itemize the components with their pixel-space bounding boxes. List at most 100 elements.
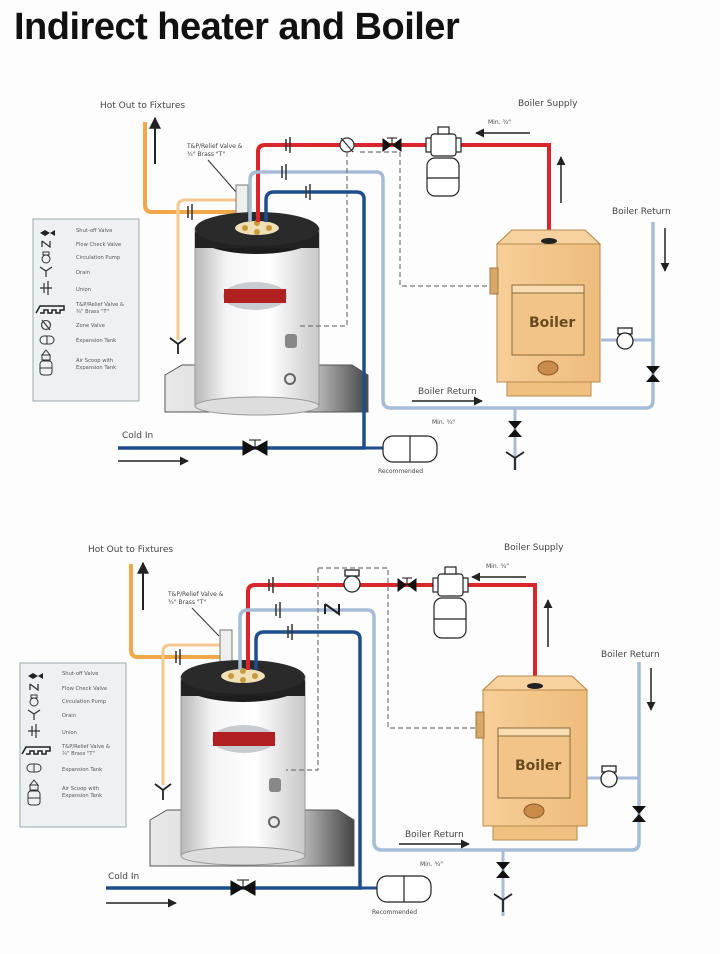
drain-icon: [39, 266, 53, 277]
control-wire: [300, 151, 492, 327]
union-icon: [268, 577, 274, 593]
legend-1: Shut-off Valve Flow Check Valve Circulat…: [32, 218, 140, 402]
recommended-label: Recommended: [372, 909, 417, 916]
relief-valve-label: T&P/Relief Valve &: [186, 143, 243, 150]
circulation-pump-icon: [29, 694, 39, 707]
relief-drain-pipe: [161, 643, 222, 785]
union-icon: [40, 281, 52, 295]
boiler-supply-pipe: [246, 583, 537, 686]
legend-item: Zone Valve: [40, 319, 105, 331]
hot-out-label: Hot Out to Fixtures: [100, 101, 185, 111]
legend-label: Expansion Tank: [62, 793, 102, 799]
shutoff-valve-icon: [632, 806, 646, 822]
legend-item: Union: [28, 724, 77, 738]
shutoff-valve-icon: [40, 230, 55, 236]
legend-label: ¾" Brass "T": [76, 309, 109, 315]
union-icon: [28, 724, 40, 738]
legend-label: Expansion Tank: [76, 365, 116, 371]
boiler-supply-pipe: [256, 143, 551, 238]
flow-check-valve-icon: [324, 603, 340, 616]
legend-label: Expansion Tank: [62, 767, 102, 773]
hot-out-label: Hot Out to Fixtures: [88, 545, 173, 555]
boiler-supply-label: Boiler Supply: [518, 99, 578, 109]
shutoff-valve-icon: [230, 879, 256, 896]
circulation-pump-icon: [41, 251, 51, 264]
relief-drain-pipe: [176, 198, 238, 340]
relief-valve-tee-icon: [35, 305, 65, 314]
legend-label: Union: [76, 287, 91, 293]
legend-2: Shut-off Valve Flow Check Valve Circulat…: [19, 662, 127, 828]
drain-icon: [169, 337, 187, 354]
min-return-label: Min. ¾": [432, 419, 455, 426]
legend-item: Flow Check Valve: [41, 240, 121, 249]
legend-label: Expansion Tank: [76, 338, 116, 344]
legend-label: Shut-off Valve: [76, 228, 112, 234]
legend-label: Air Scoop with: [76, 358, 113, 364]
expansion-tank-icon: [382, 435, 438, 463]
shutoff-valve-icon: [646, 366, 660, 382]
relief-valve-tee-icon: [219, 629, 233, 666]
legend-label: Zone Valve: [76, 323, 105, 329]
legend-item: Air Scoop with Expansion Tank: [27, 779, 102, 806]
min-return-label: Min. ¾": [420, 861, 443, 868]
expansion-tank-icon: [39, 335, 55, 345]
relief-valve-leader: [207, 159, 237, 193]
flow-check-valve-icon: [29, 683, 39, 692]
shutoff-valve-icon: [496, 862, 510, 878]
legend-item: Drain: [39, 266, 90, 277]
union-icon: [285, 137, 291, 153]
drain-icon: [493, 893, 513, 912]
expansion-tank-icon: [26, 763, 42, 773]
shutoff-valve-icon: [508, 421, 522, 437]
legend-item: Union: [40, 281, 91, 295]
legend-item: T&P/Relief Valve & ¾" Brass "T": [21, 744, 110, 757]
air-scoop-icon: [39, 349, 53, 376]
zone-valve-icon: [339, 137, 355, 153]
union-icon: [187, 204, 193, 220]
shutoff-valve-icon: [28, 673, 43, 679]
legend-label: Drain: [62, 713, 76, 719]
cold-water-pipe: [118, 190, 366, 450]
page-title: Indirect heater and Boiler: [14, 6, 460, 48]
recommended-label: Recommended: [378, 468, 423, 475]
legend-item: Expansion Tank: [39, 335, 116, 345]
flow-check-valve-icon: [41, 240, 51, 249]
boiler-return-right-label: Boiler Return: [601, 650, 660, 660]
hot-out-pipe: [129, 564, 222, 659]
legend-label: Flow Check Valve: [62, 686, 107, 692]
diagram-2: Shut-off Valve Flow Check Valve Circulat…: [19, 543, 660, 916]
circulation-pump-icon: [343, 569, 361, 593]
legend-item: Drain: [27, 709, 76, 720]
legend-label: Shut-off Valve: [62, 671, 98, 677]
boiler-unit: Boiler: [475, 675, 589, 841]
cold-water-pipe: [106, 630, 362, 890]
boiler-return-bottom-label: Boiler Return: [418, 387, 477, 397]
boiler-supply-label: Boiler Supply: [504, 543, 564, 553]
legend-item: Air Scoop with Expansion Tank: [39, 349, 116, 376]
relief-valve-leader: [191, 607, 220, 637]
circulation-pump-icon: [600, 765, 618, 788]
water-heater-tank: [149, 660, 355, 867]
air-scoop-icon: [27, 779, 41, 806]
drain-icon: [154, 783, 172, 800]
boiler-label: Boiler: [529, 315, 575, 331]
shutoff-valve-icon: [242, 439, 268, 456]
legend-label: Drain: [76, 270, 90, 276]
nameplate: [224, 289, 286, 303]
control-wire: [286, 567, 480, 771]
boiler-return-pipe: [248, 170, 655, 410]
union-icon: [275, 602, 281, 618]
boiler-unit: Boiler: [489, 229, 602, 397]
union-icon: [287, 624, 293, 640]
legend-label: T&P/Relief Valve &: [75, 302, 124, 308]
cold-in-label: Cold In: [108, 872, 139, 882]
union-icon: [305, 184, 311, 200]
legend-item: T&P/Relief Valve & ¾" Brass "T": [35, 302, 124, 315]
legend-item: Flow Check Valve: [29, 683, 107, 692]
water-heater-tank: [164, 212, 369, 416]
legend-label: ¾" Brass "T": [62, 751, 95, 757]
relief-valve-label: ¾" Brass "T": [168, 599, 206, 606]
boiler-return-right-label: Boiler Return: [612, 207, 671, 217]
legend-item: Shut-off Valve: [40, 228, 112, 236]
